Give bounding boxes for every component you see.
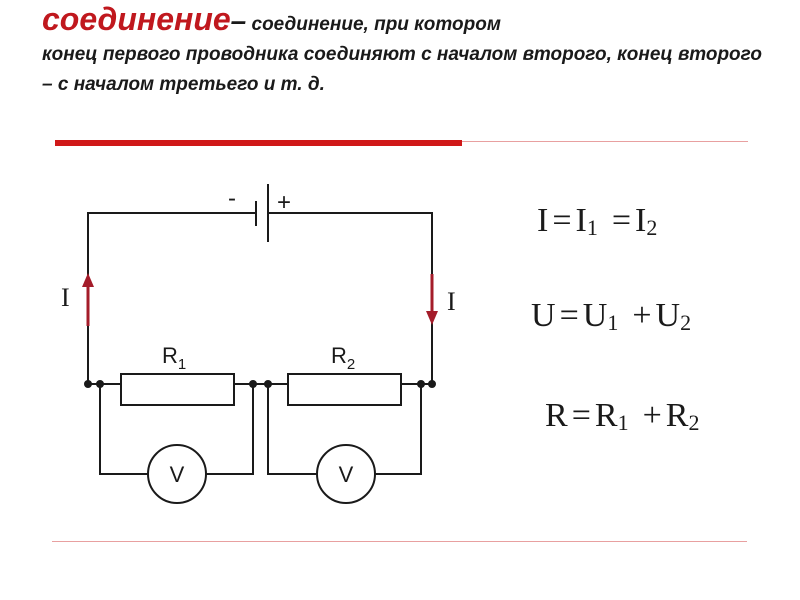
junction-dot <box>428 380 436 388</box>
formula-voltage-a: U <box>582 297 608 334</box>
formula-voltage-b-sub: 2 <box>680 310 692 335</box>
formula-resistance: R=R1+R2 <box>545 396 699 443</box>
title-underline-thick <box>55 140 462 146</box>
battery-minus-label: - <box>228 185 236 212</box>
voltmeter-2 <box>316 444 376 504</box>
junction-dot <box>84 380 92 388</box>
formula-resistance-a: R <box>594 397 618 434</box>
resistor-r2 <box>287 373 402 406</box>
junction-dot <box>96 380 104 388</box>
formula-current: I=I1=I2 <box>537 201 657 248</box>
battery-plus-label: + <box>277 189 291 216</box>
top-wire-left <box>87 212 256 384</box>
title-term: соединение <box>42 1 231 37</box>
voltmeter1-wire <box>99 384 254 475</box>
slide-title: соединение– соединение, при котором коне… <box>42 1 762 100</box>
formula-current-eq: = <box>552 202 572 239</box>
formula-voltage-eq: = <box>559 297 579 334</box>
formula-resistance-op: + <box>642 397 662 434</box>
junction-dot <box>264 380 272 388</box>
formula-voltage: U=U1+U2 <box>531 296 691 343</box>
top-wire-right <box>268 212 433 384</box>
formula-resistance-b: R <box>665 397 689 434</box>
formula-voltage-op: + <box>632 297 652 334</box>
current-label-left: I <box>61 283 70 312</box>
formula-resistance-b-sub: 2 <box>688 410 700 435</box>
footer-rule <box>52 541 747 542</box>
formula-current-b-sub: 2 <box>646 215 658 240</box>
voltmeter-1-label: V <box>170 462 185 487</box>
formula-current-lhs: I <box>537 202 549 239</box>
current-arrow-right-head <box>426 311 438 325</box>
formula-current-a-sub: 1 <box>586 215 598 240</box>
junction-dot <box>417 380 425 388</box>
title-definition-rest: конец первого проводника соединяют с нач… <box>42 44 762 95</box>
current-label-right: I <box>447 287 456 316</box>
formula-current-eq2: = <box>611 202 632 239</box>
voltmeter2-wire <box>267 384 422 475</box>
voltmeter-1 <box>147 444 207 504</box>
formula-voltage-a-sub: 1 <box>607 310 619 335</box>
formula-current-b: I <box>635 202 647 239</box>
resistor-r2-label: R2 <box>331 343 355 373</box>
current-arrow-left-head <box>82 273 94 287</box>
formula-resistance-eq: = <box>571 397 591 434</box>
formula-voltage-b: U <box>655 297 681 334</box>
resistor-r1-label: R1 <box>162 343 186 373</box>
title-definition-first: соединение, при котором <box>246 14 501 35</box>
formula-voltage-lhs: U <box>531 297 556 334</box>
resistor-r1 <box>120 373 235 406</box>
junction-dot <box>249 380 257 388</box>
title-underline-thin <box>462 141 748 142</box>
formula-resistance-lhs: R <box>545 397 568 434</box>
formula-resistance-a-sub: 1 <box>617 410 629 435</box>
title-dash: – <box>230 5 247 36</box>
formula-current-a: I <box>575 202 587 239</box>
voltmeter-2-label: V <box>339 462 354 487</box>
